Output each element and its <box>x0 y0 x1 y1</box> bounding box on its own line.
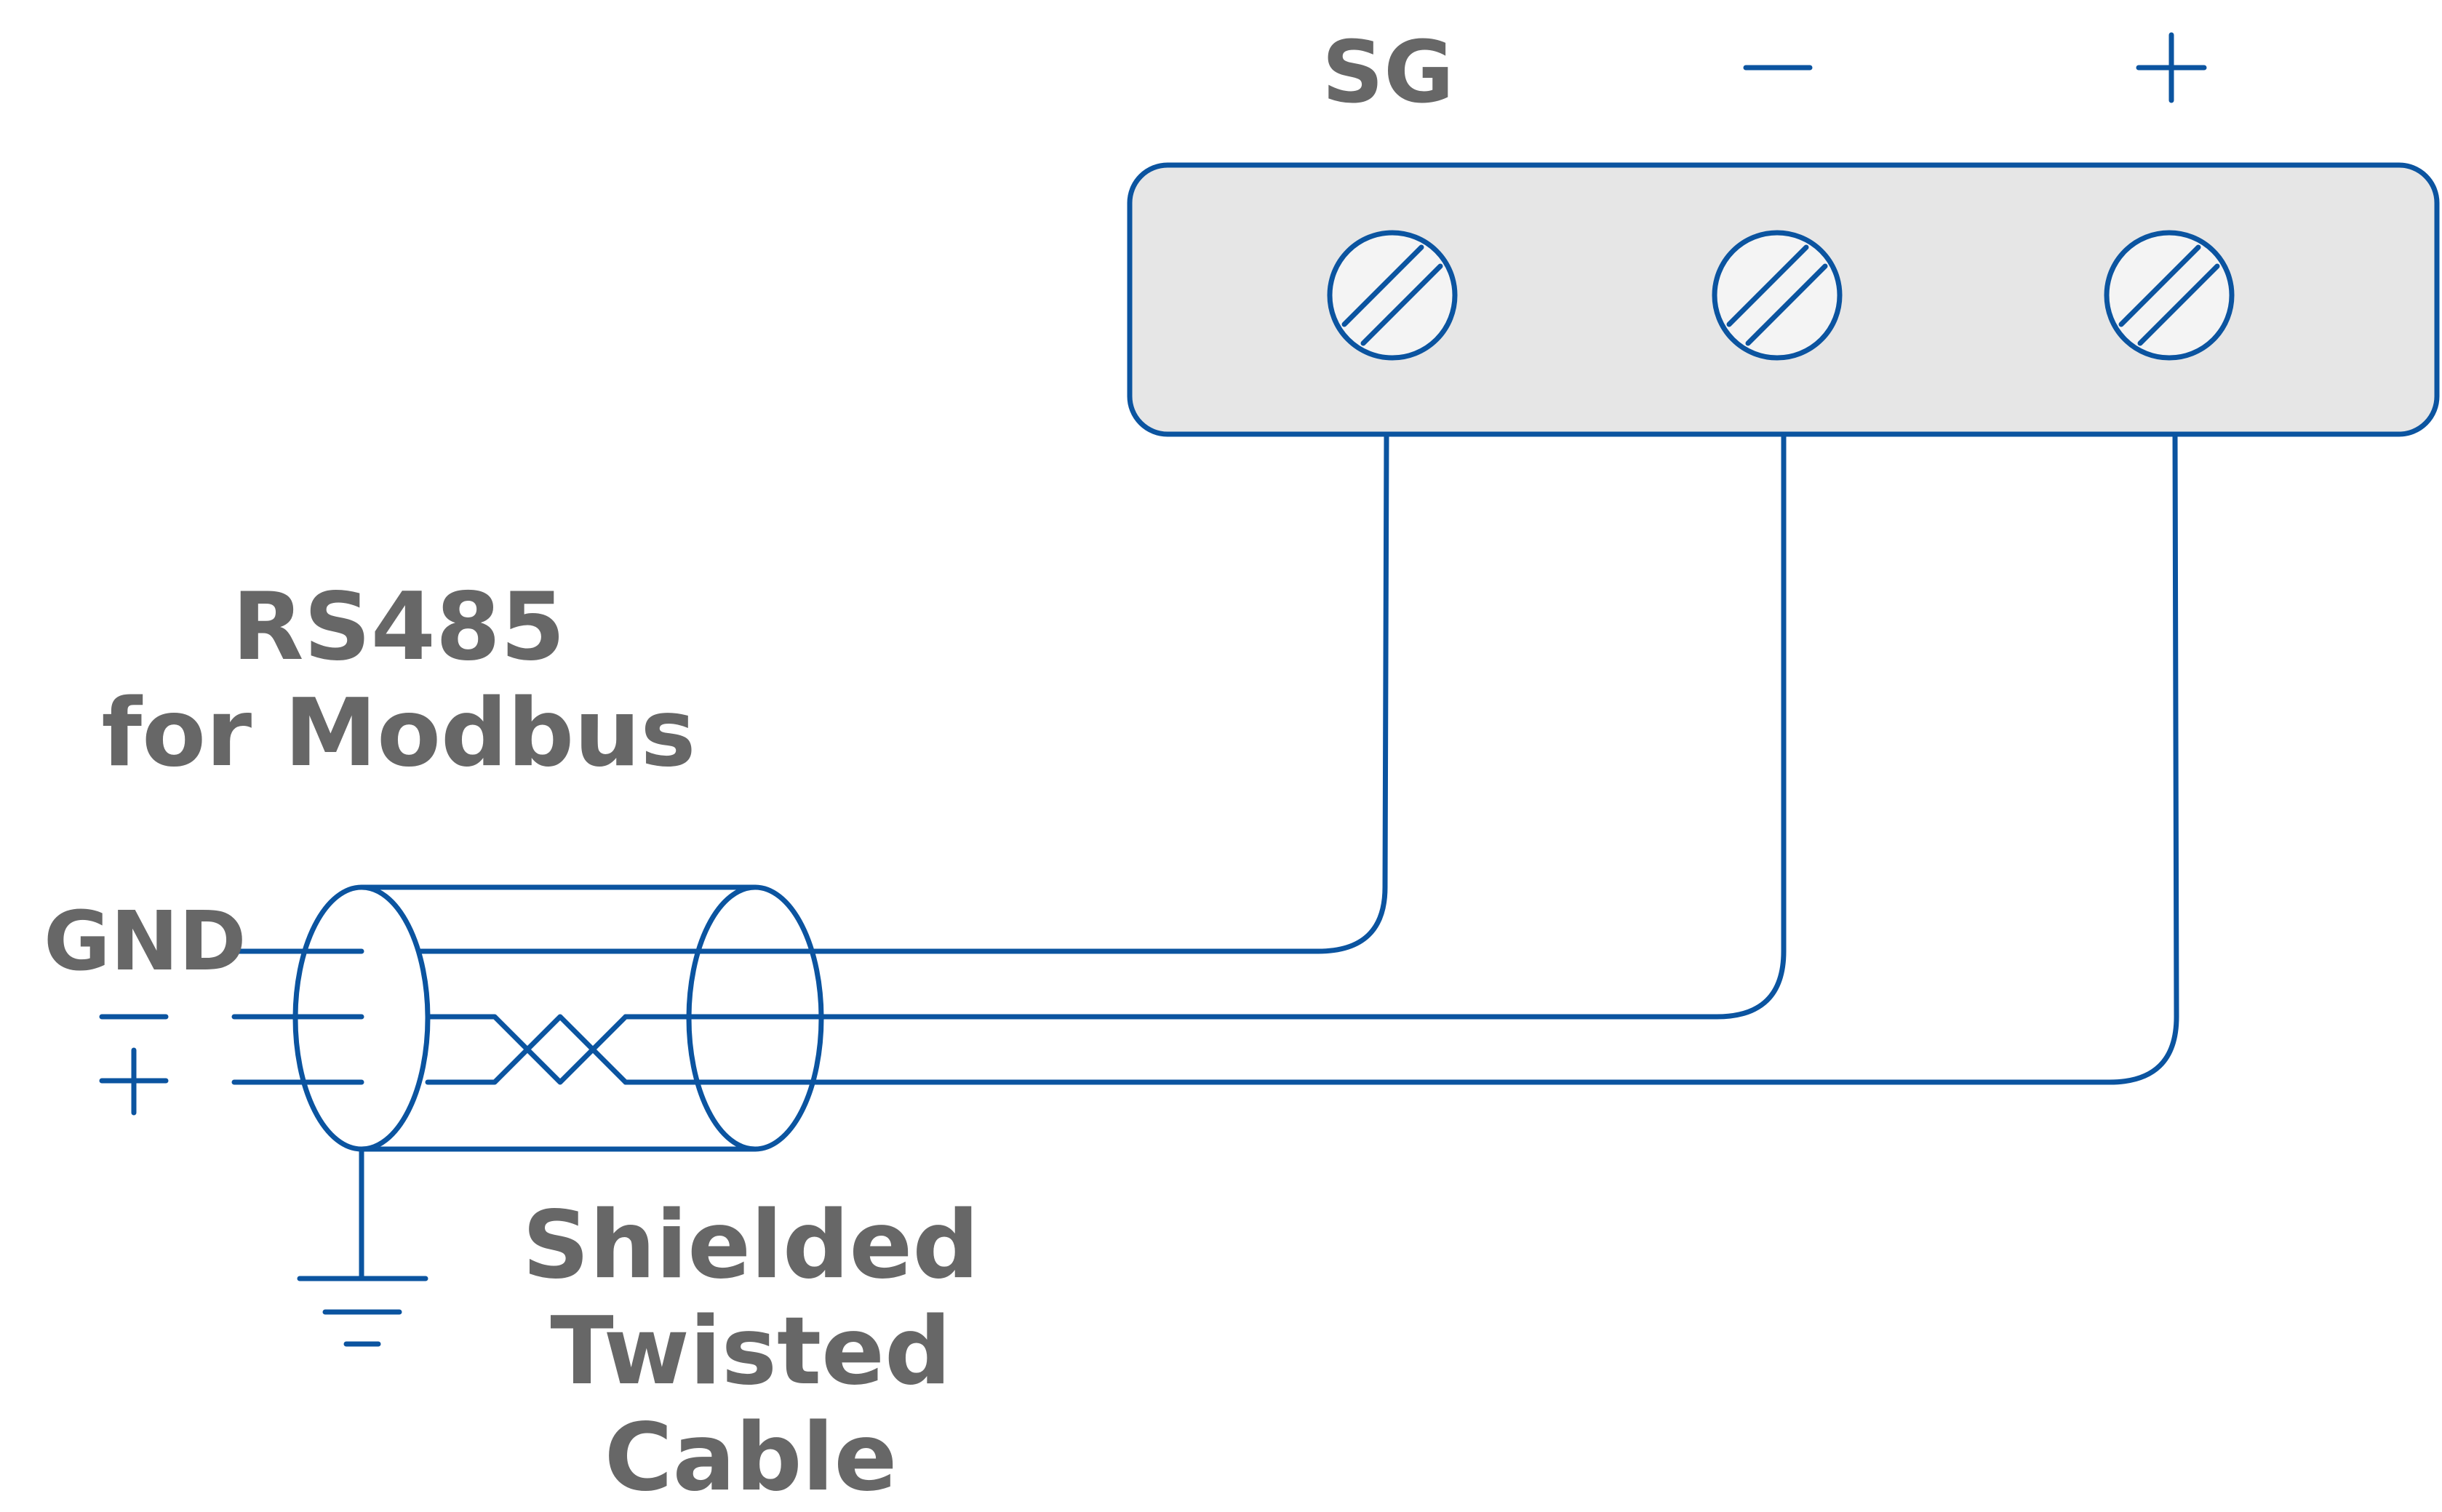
cable-label: Shielded Twisted Cable <box>522 1193 979 1511</box>
cable-end-right <box>686 884 824 1152</box>
ground-icon <box>297 1146 428 1347</box>
twisted-pair <box>425 1014 629 1085</box>
screw-terminal-sg <box>1327 230 1458 361</box>
wire-sg <box>418 431 1389 954</box>
terminal-plus-symbol <box>2136 32 2207 103</box>
wire-plus <box>623 431 2179 1085</box>
cable-label-line3: Cable <box>604 1404 898 1512</box>
cable-label-line1: Shielded <box>522 1191 979 1300</box>
rs485-title-line2: for Modbus <box>101 679 696 788</box>
screw-terminal-minus <box>1712 230 1843 361</box>
screw-terminal-plus <box>2104 230 2235 361</box>
rs485-title-line1: RS485 <box>232 573 565 681</box>
cable-shield <box>359 884 758 1152</box>
wire-minus <box>623 431 1787 1020</box>
cable-label-line2: Twisted <box>550 1297 951 1406</box>
left-plus-symbol <box>99 1047 169 1116</box>
gnd-label: GND <box>44 895 247 989</box>
terminal-label-sg: SG <box>1322 22 1454 122</box>
rs485-title: RS485 for Modbus <box>101 575 695 787</box>
